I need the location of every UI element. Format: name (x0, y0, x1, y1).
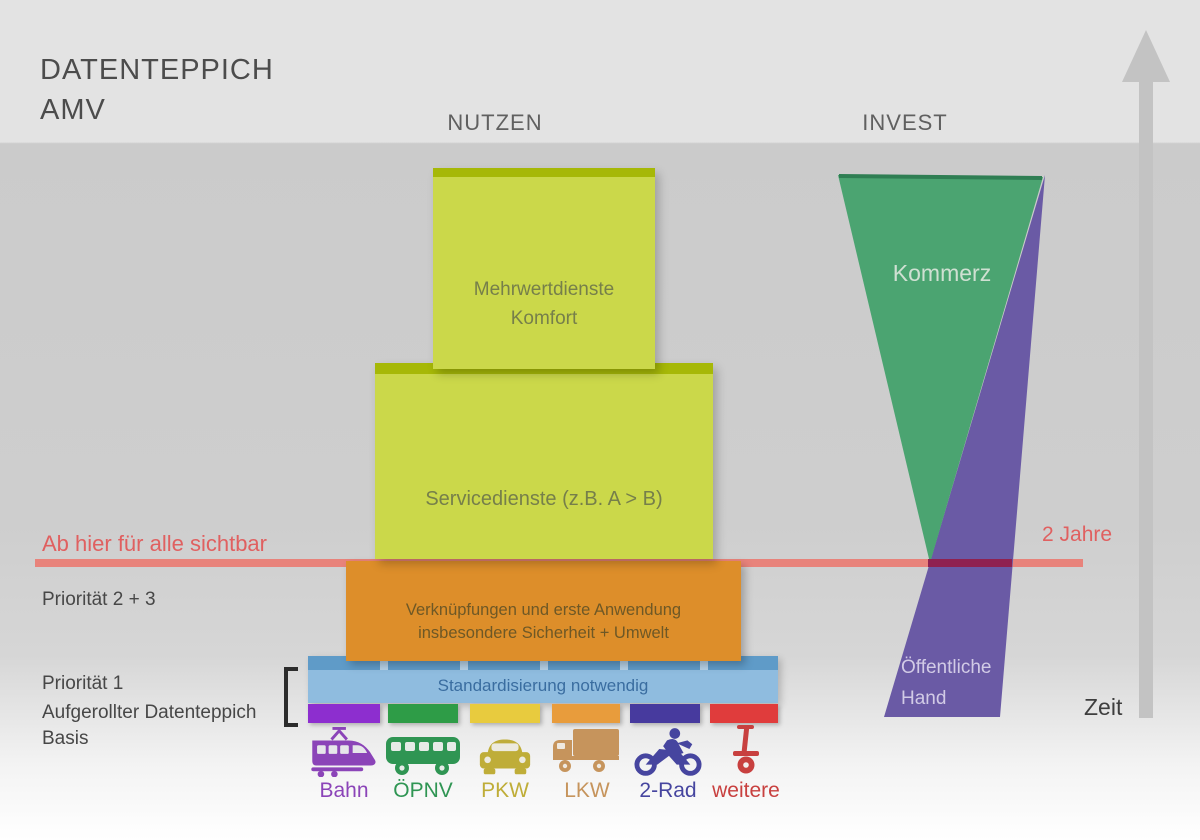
verknuepfungen-line2: insbesondere Sicherheit + Umwelt (418, 624, 669, 642)
oeffentliche-hand-line1: Öffentliche (901, 657, 992, 678)
two-years-marker-label: 2 Jahre (1042, 523, 1113, 546)
visibility-line-label: Ab hier für alle sichtbar (42, 531, 267, 556)
column-header-nutzen: NUTZEN (447, 110, 543, 135)
standardisierung-label: Standardisierung notwendig (437, 675, 649, 695)
mode-label-2rad: 2-Rad (639, 779, 697, 802)
mode-bahn: Bahn (301, 727, 387, 805)
time-arrow-head-icon (1122, 30, 1170, 82)
motorcycle-icon (625, 727, 711, 777)
label-prioritaet-2-3: Priorität 2 + 3 (42, 589, 156, 610)
mode-label-oepnv: ÖPNV (393, 779, 453, 802)
title-line2: AMV (40, 94, 106, 126)
pyramid-box-servicedienste: Servicedienste (z.B. A > B) (375, 363, 713, 559)
pyramid-box-mehrwertdienste: Mehrwertdienste Komfort (433, 168, 655, 369)
basis-segment-bahn (308, 704, 380, 723)
car-icon (462, 727, 548, 777)
visibility-line-overlap (928, 559, 1012, 567)
mehrwertdienste-line2: Komfort (510, 308, 578, 329)
oeffentliche-hand-label: Öffentliche Hand (901, 652, 991, 714)
invest-triangles (838, 174, 1045, 717)
bracket-icon (284, 667, 298, 727)
mode-label-weitere: weitere (712, 779, 780, 802)
oeffentliche-hand-line2: Hand (901, 688, 947, 709)
verknuepfungen-line1: Verknüpfungen und erste Anwendung (405, 601, 682, 619)
mode-pkw: PKW (462, 727, 548, 805)
oeffentliche-hand-triangle (884, 175, 1045, 717)
basis-segment-pkw (470, 704, 540, 723)
servicedienste-label: Servicedienste (z.B. A > B) (425, 488, 663, 510)
column-header-invest: INVEST (862, 110, 948, 135)
segway-icon (703, 725, 789, 777)
label-basis: Basis (42, 728, 89, 749)
kommerz-label: Kommerz (892, 260, 992, 286)
bus-icon (380, 727, 466, 777)
time-axis-label: Zeit (1084, 694, 1123, 720)
basis-segment-oepnv (388, 704, 458, 723)
page-title: DATENTEPPICH AMV (40, 50, 274, 130)
pyramid-box-verknuepfungen: Verknüpfungen und erste Anwendung insbes… (346, 561, 741, 661)
train-icon (301, 727, 387, 777)
mode-label-lkw: LKW (564, 779, 610, 802)
basis-segment-lkw (552, 704, 620, 723)
label-prioritaet-1: Priorität 1 (42, 673, 124, 694)
mode-oepnv: ÖPNV (380, 727, 466, 805)
kommerz-triangle (838, 175, 1043, 563)
basis-segment-2rad (630, 704, 700, 723)
basis-segment-weitere (710, 704, 778, 723)
mode-2rad: 2-Rad (625, 727, 711, 805)
label-aufgerollter-datenteppich: Aufgerollter Datenteppich (42, 702, 257, 723)
time-arrow-shaft (1139, 78, 1153, 718)
mode-label-pkw: PKW (481, 779, 529, 802)
title-line1: DATENTEPPICH (40, 54, 274, 86)
mode-weitere: weitere (703, 725, 789, 805)
kommerz-top-edge (838, 174, 1043, 180)
mode-label-bahn: Bahn (319, 779, 369, 802)
pyramid-box-standardisierung: Standardisierung notwendig (308, 656, 778, 703)
mode-lkw: LKW (544, 727, 630, 805)
mehrwertdienste-line1: Mehrwertdienste (473, 279, 615, 300)
truck-icon (544, 727, 630, 777)
